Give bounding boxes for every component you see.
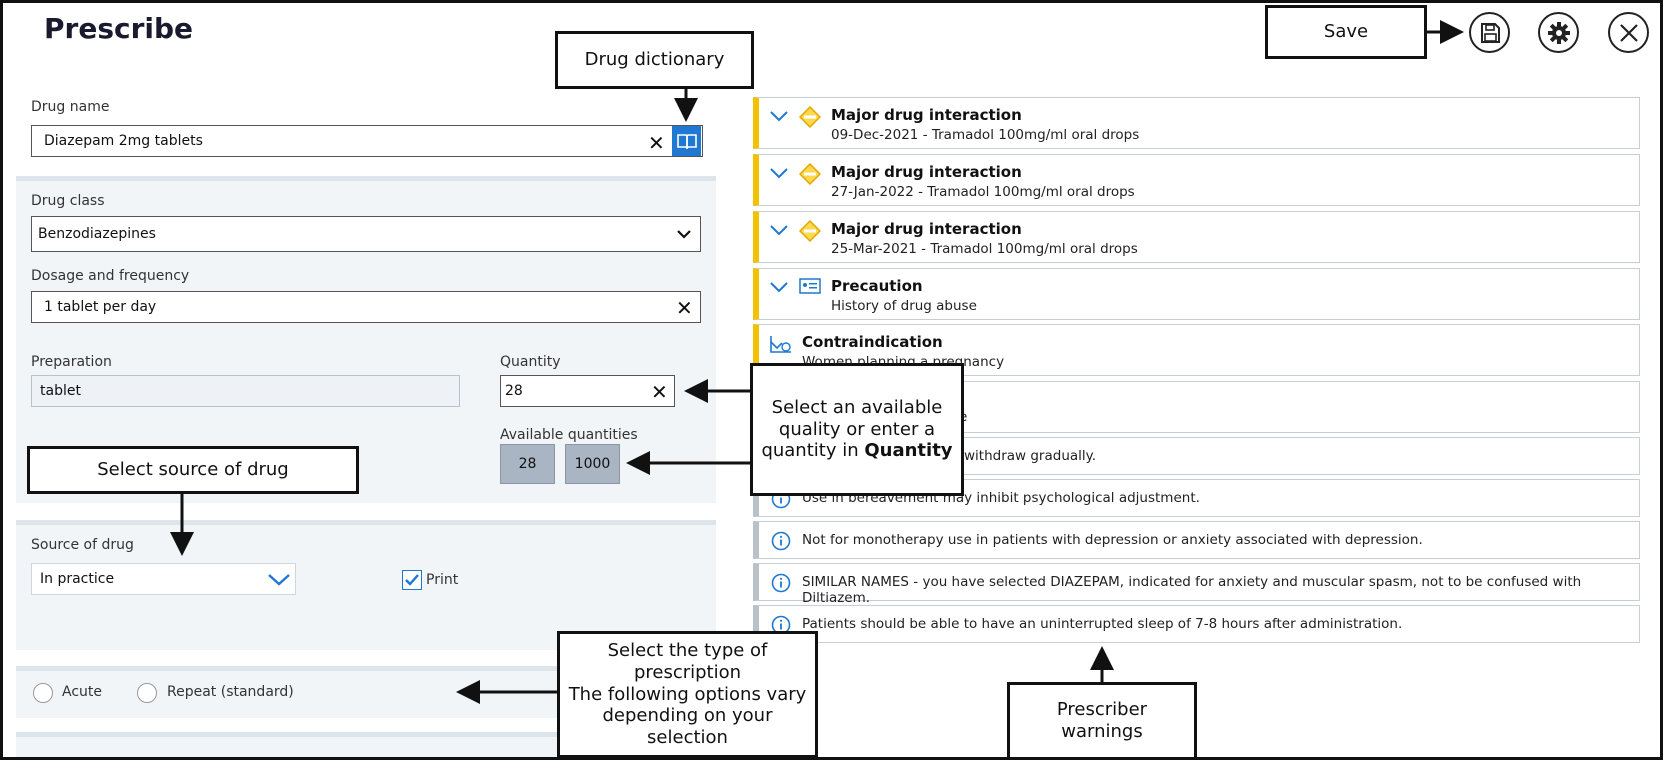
save-callout: Save (1265, 5, 1427, 59)
quantity-label: Quantity (500, 354, 561, 370)
warning-item[interactable]: Major drug interaction 27-Jan-2022 - Tra… (753, 154, 1640, 206)
save-button[interactable] (1469, 12, 1510, 53)
interaction-icon (799, 163, 821, 185)
gear-icon (1547, 21, 1570, 44)
close-icon (1619, 23, 1638, 42)
warning-detail: 09-Dec-2021 - Tramadol 100mg/ml oral dro… (831, 127, 1140, 143)
source-value: In practice (40, 571, 115, 587)
chevron-down-icon[interactable] (770, 167, 788, 179)
repeat-label: Repeat (standard) (167, 684, 294, 700)
preparation-value: tablet (40, 383, 81, 399)
acute-label: Acute (62, 684, 103, 700)
warning-title: Precaution (831, 277, 923, 295)
available-quantity-button[interactable]: 1000 (565, 444, 620, 484)
drug-class-value: Benzodiazepines (38, 226, 156, 242)
warning-item[interactable]: Not for monotherapy use in patients with… (753, 521, 1640, 559)
available-quantities-label: Available quantities (500, 427, 638, 443)
warning-detail: 25-Mar-2021 - Tramadol 100mg/ml oral dro… (831, 241, 1138, 257)
contraindication-icon (770, 336, 791, 353)
warning-item[interactable]: Major drug interaction 25-Mar-2021 - Tra… (753, 211, 1640, 263)
quantity-input[interactable]: 28 (500, 375, 675, 407)
preparation-label: Preparation (31, 354, 112, 370)
source-label: Source of drug (31, 537, 134, 553)
warning-title: Contraindication (802, 333, 943, 351)
save-icon (1480, 22, 1500, 43)
source-select[interactable]: In practice (31, 563, 296, 595)
clear-quantity-icon[interactable]: ✕ (651, 380, 668, 404)
drug-name-label: Drug name (31, 99, 110, 115)
prescriber-warnings-callout: Prescriber warnings (1007, 682, 1197, 760)
available-quantity-button[interactable]: 28 (500, 444, 555, 484)
preparation-field: tablet (31, 375, 460, 407)
drug-name-value: Diazepam 2mg tablets (44, 133, 203, 149)
drug-class-label: Drug class (31, 193, 105, 209)
drug-name-input[interactable]: Diazepam 2mg tablets (31, 125, 703, 157)
drug-dictionary-button[interactable] (672, 126, 701, 156)
warning-text: Patients should be able to have an unint… (802, 616, 1403, 632)
prescription-type-callout: Select the type of prescription The foll… (557, 631, 818, 758)
warning-item[interactable]: Precaution History of drug abuse (753, 268, 1640, 320)
info-icon (771, 531, 791, 551)
warning-text: Not for monotherapy use in patients with… (802, 532, 1423, 548)
quantity-callout: Select an available quality or enter a q… (750, 363, 964, 496)
warning-title: Major drug interaction (831, 106, 1022, 124)
warning-detail: 27-Jan-2022 - Tramadol 100mg/ml oral dro… (831, 184, 1135, 200)
chevron-down-icon[interactable] (770, 110, 788, 122)
chevron-down-icon[interactable] (770, 281, 788, 293)
chevron-down-icon[interactable] (770, 224, 788, 236)
drug-dictionary-callout: Drug dictionary (555, 31, 754, 89)
warning-item[interactable]: Major drug interaction 09-Dec-2021 - Tra… (753, 97, 1640, 149)
chevron-down-icon (268, 574, 290, 586)
quantity-value: 28 (505, 383, 523, 399)
warning-item[interactable]: Patients should be able to have an unint… (753, 605, 1640, 643)
chevron-down-icon (677, 230, 691, 239)
print-checkbox[interactable] (402, 570, 422, 590)
clear-dosage-icon[interactable]: ✕ (676, 296, 693, 320)
check-icon (405, 574, 419, 586)
dosage-value: 1 tablet per day (44, 299, 157, 315)
warning-item[interactable]: SIMILAR NAMES - you have selected DIAZEP… (753, 563, 1640, 606)
precaution-icon (799, 278, 821, 294)
drug-class-select[interactable]: Benzodiazepines (31, 216, 701, 252)
page-title: Prescribe (44, 12, 194, 45)
clear-drug-name-icon[interactable]: ✕ (648, 131, 665, 155)
dosage-input[interactable]: 1 tablet per day (31, 291, 701, 323)
settings-button[interactable] (1538, 12, 1579, 53)
acute-radio[interactable] (33, 683, 53, 703)
warning-text: SIMILAR NAMES - you have selected DIAZEP… (802, 574, 1582, 606)
dosage-label: Dosage and frequency (31, 268, 190, 284)
warning-text: withdraw gradually. (964, 448, 1097, 464)
info-icon (771, 573, 791, 593)
warning-title: Major drug interaction (831, 220, 1022, 238)
book-icon (676, 134, 697, 149)
source-callout: Select source of drug (27, 446, 359, 494)
close-button[interactable] (1608, 12, 1649, 53)
print-label: Print (426, 572, 459, 588)
warning-title: Major drug interaction (831, 163, 1022, 181)
interaction-icon (799, 220, 821, 242)
interaction-icon (799, 106, 821, 128)
warning-detail: History of drug abuse (831, 298, 977, 314)
repeat-radio[interactable] (137, 683, 157, 703)
